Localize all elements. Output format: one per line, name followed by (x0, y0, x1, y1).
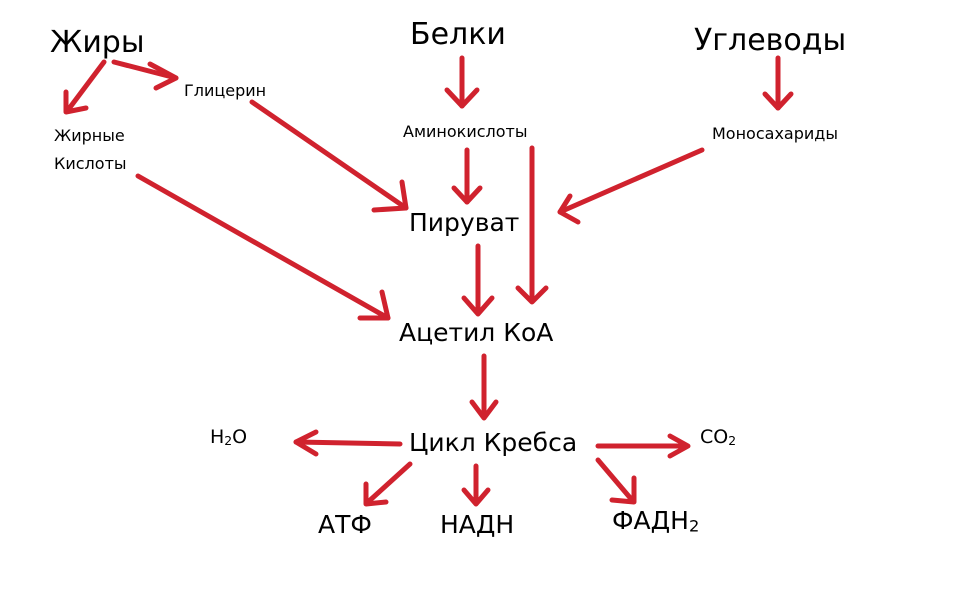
label-proteins: Белки (410, 17, 506, 52)
label-acetyl-coa: Ацетил КоА (399, 318, 554, 347)
label-atp: АТФ (318, 510, 372, 539)
label-fatty-acids-line1: Жирные (54, 126, 125, 145)
arrow-monosaccharides-to-pyruvate (557, 147, 705, 225)
label-co2-main: CO (700, 426, 729, 448)
arrow-krebs-to-fadh2 (595, 457, 637, 505)
label-fatty-acids-line2: Кислоты (54, 154, 127, 173)
arrow-proteins-to-amino-acids (444, 55, 480, 109)
label-water-sub: 2 (224, 433, 233, 448)
label-fatty-acids: Жирные Кислоты (54, 122, 127, 178)
arrow-fatty-acids-to-acetyl-coa (135, 173, 391, 321)
arrow-pyruvate-to-acetyl-coa (461, 243, 495, 317)
label-fats: Жиры (50, 25, 145, 60)
label-water-main: H (210, 426, 225, 448)
label-co2: CO2 (700, 426, 737, 448)
label-krebs-cycle: Цикл Кребса (409, 428, 578, 457)
label-carbs: Углеводы (694, 23, 847, 58)
label-nadh: НАДН (440, 510, 515, 539)
arrow-glycerol-to-pyruvate (249, 99, 409, 213)
label-water-tail: O (232, 426, 248, 448)
arrow-krebs-to-nadh (461, 463, 491, 507)
arrow-krebs-to-water (293, 429, 403, 457)
arrow-acetyl-coa-to-krebs (469, 353, 499, 421)
arrow-krebs-to-atp (363, 461, 413, 507)
label-fadh2: ФАДН2 (612, 508, 699, 535)
arrow-fats-to-fatty-acids (63, 59, 107, 115)
label-amino-acids: Аминокислоты (403, 122, 528, 141)
arrow-amino-acids-to-acetyl-coa (515, 145, 549, 305)
label-fadh2-main: ФАДН (612, 506, 689, 535)
label-water: H2O (210, 426, 248, 448)
label-fadh2-sub: 2 (688, 516, 700, 536)
arrow-carbs-to-monosaccharides (762, 55, 794, 111)
arrow-fats-to-glycerol (111, 59, 179, 91)
label-pyruvate: Пируват (409, 208, 520, 237)
label-co2-sub: 2 (728, 433, 737, 448)
label-glycerol: Глицерин (184, 81, 267, 100)
label-monosaccharides: Моносахариды (712, 124, 838, 143)
arrow-krebs-to-co2 (595, 433, 691, 459)
arrow-amino-acids-to-pyruvate (451, 147, 483, 205)
